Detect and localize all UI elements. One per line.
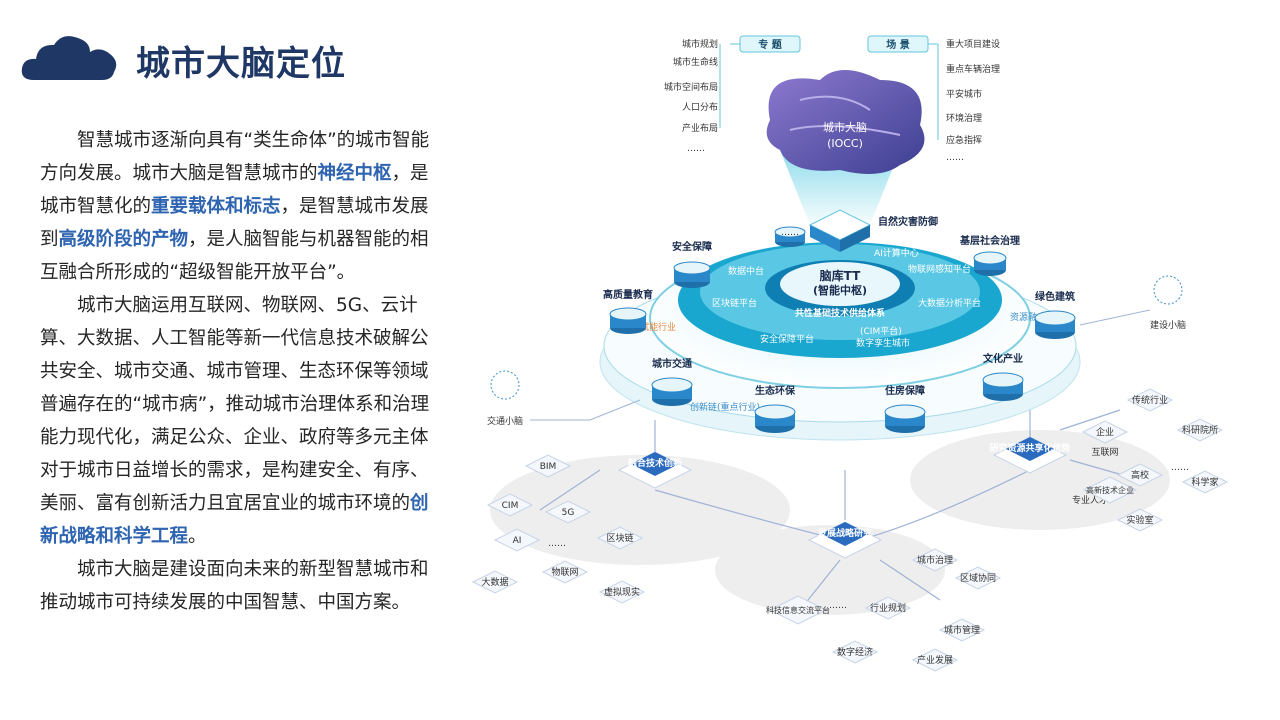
svg-text:城市管理: 城市管理	[944, 624, 980, 636]
svg-text:赋能行业: 赋能行业	[640, 321, 676, 333]
construction-mini-brain: 建设小脑	[1079, 275, 1186, 331]
topic-list: 城市规划 城市生命线 城市空间布局 人口分布 产业布局 ……	[664, 38, 718, 154]
svg-text:安全保障: 安全保障	[672, 240, 712, 253]
core-sub-label: (智能中枢)	[813, 283, 867, 297]
svg-text:数字经济: 数字经济	[837, 646, 873, 658]
brain-label: 城市大脑	[823, 120, 867, 134]
core-label: 脑库TT	[819, 268, 861, 283]
domain-nodes: 安全保障 高质量教育 城市交通 生态环保 住房保障 文化产业 绿色建筑 基层社会…	[603, 215, 1076, 433]
svg-text:城市交通: 城市交通	[652, 357, 692, 370]
industry-cluster: 城市治理 区域协同 科技信息交流平台 行业规划 数字经济 产业发展 城市管理 ……	[766, 548, 1002, 672]
svg-text:……: ……	[781, 228, 799, 238]
svg-text:科研院所: 科研院所	[1182, 424, 1218, 436]
page-title: 城市大脑定位	[136, 44, 346, 84]
svg-text:传统行业: 传统行业	[1132, 394, 1168, 406]
svg-text:互联网: 互联网	[1091, 447, 1118, 458]
svg-text:实验室: 实验室	[1126, 514, 1153, 526]
svg-text:……: ……	[1171, 463, 1189, 473]
ring-labels: 数据中台 区块链平台 AI计算中心 物联网感知平台 大数据分析平台 共性基础技术…	[712, 247, 981, 349]
svg-text:AI计算中心: AI计算中心	[874, 247, 919, 259]
svg-text:融合技术创新: 融合技术创新	[628, 457, 682, 469]
traffic-mini-brain: 交通小脑	[487, 370, 641, 427]
cloud-icon	[21, 36, 117, 80]
list-item: 重点车辆治理	[946, 63, 1000, 75]
svg-text:生态环保: 生态环保	[755, 384, 796, 397]
list-item: 重大项目建设	[946, 38, 1000, 50]
svg-text:产业发展: 产业发展	[917, 654, 953, 666]
svg-text:5G: 5G	[562, 508, 575, 518]
svg-text:研究资源共享化优势: 研究资源共享化优势	[989, 442, 1070, 454]
foundation-cubes: 融合技术创新 发展战略研究 研究资源共享化优势	[617, 436, 1071, 559]
svg-text:交通小脑: 交通小脑	[487, 415, 523, 427]
svg-text:区块链: 区块链	[606, 532, 633, 544]
svg-text:企业: 企业	[1096, 426, 1114, 438]
svg-text:……: ……	[548, 539, 566, 549]
scene-list: 重大项目建设 重点车辆治理 平安城市 环境治理 应急指挥 ……	[946, 38, 1000, 163]
list-item: ……	[946, 153, 964, 163]
paragraph-2: 城市大脑运用互联网、物联网、5G、云计算、大数据、人工智能等新一代信息技术破解公…	[40, 295, 430, 547]
list-item: 环境治理	[946, 112, 982, 124]
svg-text:发展战略研究: 发展战略研究	[817, 527, 872, 539]
svg-text:科学家: 科学家	[1191, 476, 1218, 488]
city-brain-diagram: 城市大脑 (IOCC) 专 题 场 景 城市规划 城市生命线 城市空间布局 人口…	[471, 35, 1229, 672]
list-item: 城市生命线	[673, 56, 718, 68]
svg-text:数据中台: 数据中台	[728, 265, 764, 277]
svg-text:区块链平台: 区块链平台	[712, 297, 757, 309]
tag-topic: 专 题	[758, 38, 782, 51]
tech-cluster: BIM CIM 5G AI 大数据 物联网 区块链 虚拟现实 ……	[471, 454, 646, 604]
svg-text:安全保障平台: 安全保障平台	[760, 333, 814, 345]
institution-cluster: 传统行业 企业 互联网 科研院所 高校 专业人才 高新技术企业 科学家 实验室 …	[1072, 388, 1229, 532]
list-item: 人口分布	[682, 101, 718, 113]
svg-text:数字孪生城市: 数字孪生城市	[856, 337, 910, 349]
svg-text:文化产业: 文化产业	[983, 352, 1023, 365]
list-item: 城市规划	[682, 38, 718, 50]
svg-text:自然灾害防御: 自然灾害防御	[878, 215, 938, 228]
svg-text:大数据分析平台: 大数据分析平台	[918, 297, 981, 309]
svg-text:区域协同: 区域协同	[960, 572, 996, 584]
svg-text:城市治理: 城市治理	[917, 554, 953, 566]
svg-text:共性基础技术供给体系: 共性基础技术供给体系	[795, 307, 885, 319]
svg-text:虚拟现实: 虚拟现实	[604, 586, 640, 598]
svg-text:科技信息交流平台: 科技信息交流平台	[766, 605, 830, 615]
svg-text:高校: 高校	[1131, 469, 1149, 481]
brain-sub-label: (IOCC)	[827, 137, 863, 150]
paragraph-1: 智慧城市逐渐向具有“类生命体”的城市智能方向发展。城市大脑是智慧城市的神经中枢，…	[40, 130, 430, 283]
svg-text:行业规划: 行业规划	[870, 602, 906, 614]
svg-text:物联网感知平台: 物联网感知平台	[908, 263, 971, 275]
list-item: 城市空间布局	[664, 81, 718, 93]
list-item: 应急指挥	[946, 134, 982, 146]
list-item: 平安城市	[946, 88, 982, 100]
svg-text:……: ……	[829, 601, 847, 611]
svg-text:建设小脑: 建设小脑	[1150, 319, 1186, 331]
list-item: ……	[687, 144, 705, 154]
svg-text:高新技术企业: 高新技术企业	[1086, 485, 1134, 495]
svg-text:绿色建筑: 绿色建筑	[1035, 290, 1075, 303]
svg-text:BIM: BIM	[540, 462, 557, 472]
svg-text:(CIM平台): (CIM平台)	[860, 325, 902, 337]
tag-scene: 场 景	[886, 38, 909, 51]
svg-text:物联网: 物联网	[551, 566, 578, 578]
svg-text:高质量教育: 高质量教育	[603, 288, 653, 301]
svg-text:创新链(重点行业): 创新链(重点行业)	[690, 401, 760, 413]
svg-text:住房保障: 住房保障	[885, 384, 925, 397]
body-text: 智慧城市逐渐向具有“类生命体”的城市智能方向发展。城市大脑是智慧城市的神经中枢，…	[40, 124, 440, 619]
svg-text:大数据: 大数据	[481, 576, 508, 588]
svg-text:AI: AI	[513, 536, 522, 546]
svg-text:CIM: CIM	[502, 501, 519, 511]
paragraph-3: 城市大脑是建设面向未来的新型智慧城市和推动城市可持续发展的中国智慧、中国方案。	[40, 559, 429, 613]
list-item: 产业布局	[682, 122, 718, 134]
svg-text:基层社会治理: 基层社会治理	[959, 234, 1020, 247]
